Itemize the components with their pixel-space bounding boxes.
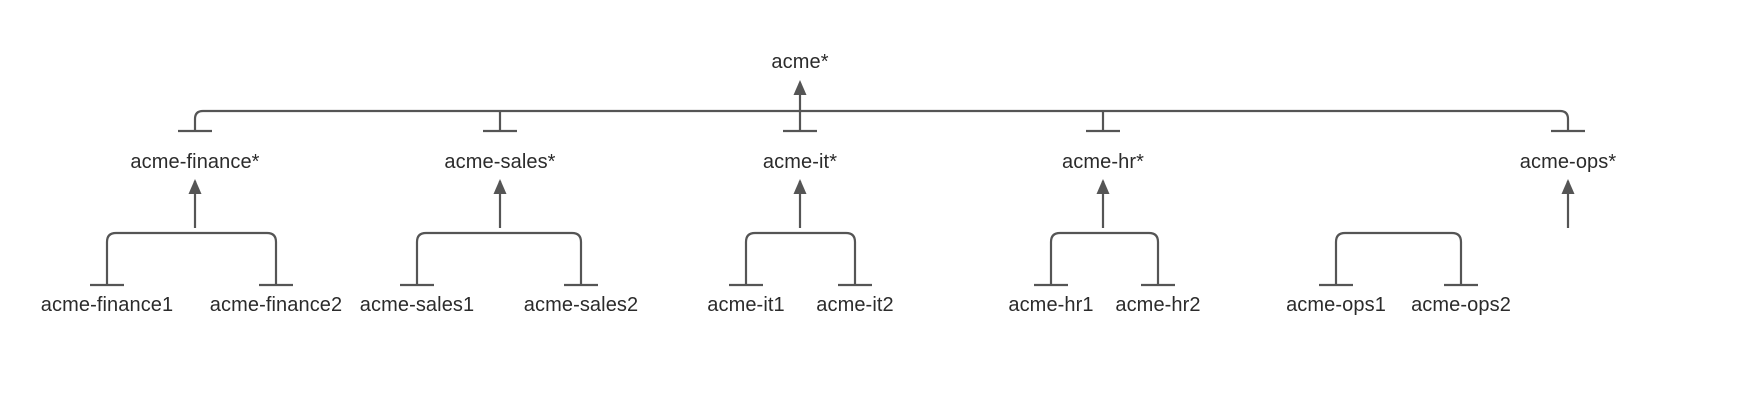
top-level-bus [193, 109, 1570, 131]
arrowhead-to-acme-sales-star [493, 179, 507, 194]
node-label-acme-sales-star[interactable]: acme-sales* [444, 151, 556, 173]
node-label-acme-finance1[interactable]: acme-finance1 [40, 294, 174, 316]
child-bus-acme-ops-star [1334, 231, 1463, 285]
node-label-acme-ops2[interactable]: acme-ops2 [1411, 294, 1511, 316]
node-label-acme-sales1[interactable]: acme-sales1 [359, 294, 475, 316]
node-label-acme-hr2[interactable]: acme-hr2 [1115, 294, 1201, 316]
child-bus-acme-finance-star [105, 231, 278, 285]
connector-group [90, 83, 1585, 287]
arrowhead-group [188, 80, 1575, 194]
node-label-acme-finance-star[interactable]: acme-finance* [130, 151, 260, 173]
node-label-acme-finance2[interactable]: acme-finance2 [209, 294, 343, 316]
node-label-acme-ops1[interactable]: acme-ops1 [1286, 294, 1386, 316]
arrowhead-to-acme-finance-star [188, 179, 202, 194]
child-bus-acme-sales-star [415, 231, 583, 285]
node-label-acme-it1[interactable]: acme-it1 [707, 294, 785, 316]
node-label-acme-it2[interactable]: acme-it2 [816, 294, 894, 316]
child-bus-acme-it-star [744, 231, 857, 285]
node-label-acme-star[interactable]: acme* [771, 51, 829, 73]
arrowhead-to-acme-hr-star [1096, 179, 1110, 194]
arrowhead-to-acme-star [793, 80, 807, 95]
node-label-acme-hr-star[interactable]: acme-hr* [1062, 151, 1144, 173]
node-label-acme-sales2[interactable]: acme-sales2 [523, 294, 639, 316]
node-label-acme-hr1[interactable]: acme-hr1 [1008, 294, 1094, 316]
arrowhead-to-acme-it-star [793, 179, 807, 194]
arrowhead-to-acme-ops-star [1561, 179, 1575, 194]
child-bus-acme-hr-star [1049, 231, 1160, 285]
node-label-acme-it-star[interactable]: acme-it* [762, 151, 838, 173]
node-label-acme-ops-star[interactable]: acme-ops* [1519, 151, 1617, 173]
